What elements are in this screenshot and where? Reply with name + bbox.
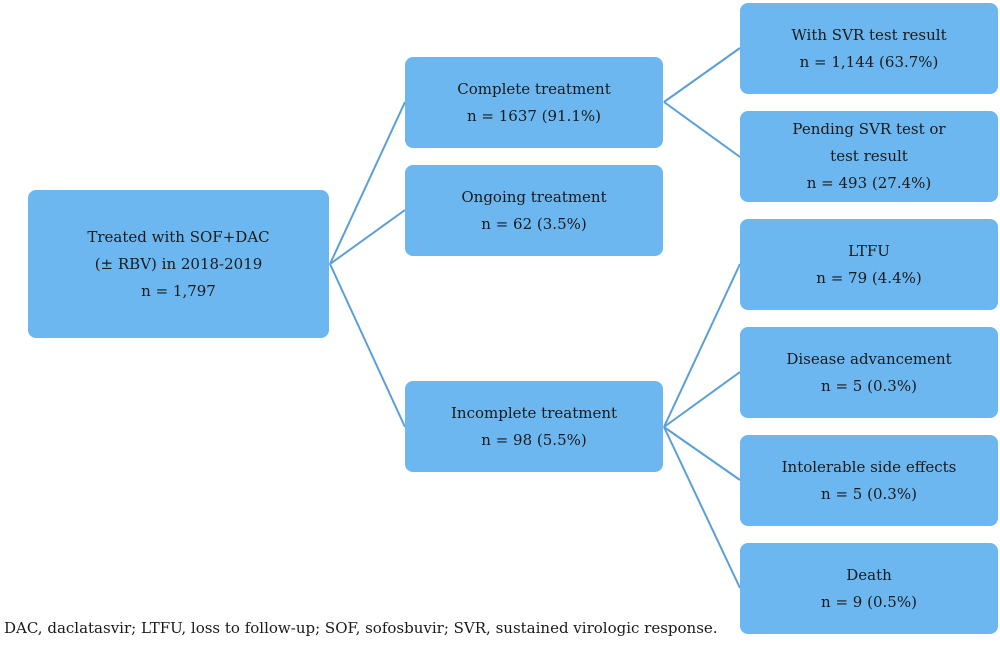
- abbreviations-footnote: DAC, daclatasvir; LTFU, loss to follow-u…: [4, 619, 718, 637]
- death-node: Death n = 9 (0.5%): [740, 543, 998, 634]
- ongoing-count: n = 62 (3.5%): [481, 214, 587, 233]
- connector-incomplete-death: [663, 426, 741, 589]
- connector-root-ongoing: [329, 209, 406, 265]
- ongoing-treatment-node: Ongoing treatment n = 62 (3.5%): [405, 165, 663, 256]
- root-node: Treated with SOF+DAC (± RBV) in 2018-201…: [28, 190, 329, 338]
- svr-pending-count: n = 493 (27.4%): [806, 174, 932, 192]
- svr-pending-line1: Pending SVR test or: [792, 120, 946, 138]
- ltfu-label: LTFU: [848, 241, 890, 260]
- ltfu-node: LTFU n = 79 (4.4%): [740, 219, 998, 310]
- connector-root-complete: [329, 101, 406, 265]
- connector-incomplete-ltfu: [663, 263, 741, 428]
- side-effects-label: Intolerable side effects: [781, 457, 957, 476]
- connector-root-incomplete: [329, 263, 406, 428]
- incomplete-label: Incomplete treatment: [450, 403, 618, 422]
- death-count: n = 9 (0.5%): [821, 592, 917, 611]
- side-effects-node: Intolerable side effects n = 5 (0.3%): [740, 435, 998, 526]
- svr-pending-line2: test result: [830, 147, 908, 165]
- death-label: Death: [846, 565, 892, 584]
- incomplete-count: n = 98 (5.5%): [481, 430, 587, 449]
- svr-result-count: n = 1,144 (63.7%): [799, 52, 939, 71]
- connector-incomplete-disease: [663, 371, 741, 428]
- complete-count: n = 1637 (91.1%): [466, 106, 602, 125]
- connector-complete-svr-result: [663, 47, 741, 103]
- svr-result-node: With SVR test result n = 1,144 (63.7%): [740, 3, 998, 94]
- svr-pending-node: Pending SVR test or test result n = 493 …: [740, 111, 998, 202]
- incomplete-treatment-node: Incomplete treatment n = 98 (5.5%): [405, 381, 663, 472]
- complete-treatment-node: Complete treatment n = 1637 (91.1%): [405, 57, 663, 148]
- side-effects-count: n = 5 (0.3%): [821, 484, 917, 503]
- root-count: n = 1,797: [141, 281, 216, 300]
- svr-result-label: With SVR test result: [791, 25, 947, 44]
- complete-label: Complete treatment: [457, 79, 611, 98]
- disease-advancement-node: Disease advancement n = 5 (0.3%): [740, 327, 998, 418]
- disease-label: Disease advancement: [786, 349, 952, 368]
- connector-complete-svr-pending: [663, 101, 741, 158]
- connector-incomplete-side-effects: [663, 426, 741, 481]
- ongoing-label: Ongoing treatment: [461, 187, 607, 206]
- ltfu-count: n = 79 (4.4%): [816, 268, 922, 287]
- disease-count: n = 5 (0.3%): [821, 376, 917, 395]
- root-line1: Treated with SOF+DAC: [87, 227, 270, 246]
- root-line2: (± RBV) in 2018-2019: [94, 254, 263, 273]
